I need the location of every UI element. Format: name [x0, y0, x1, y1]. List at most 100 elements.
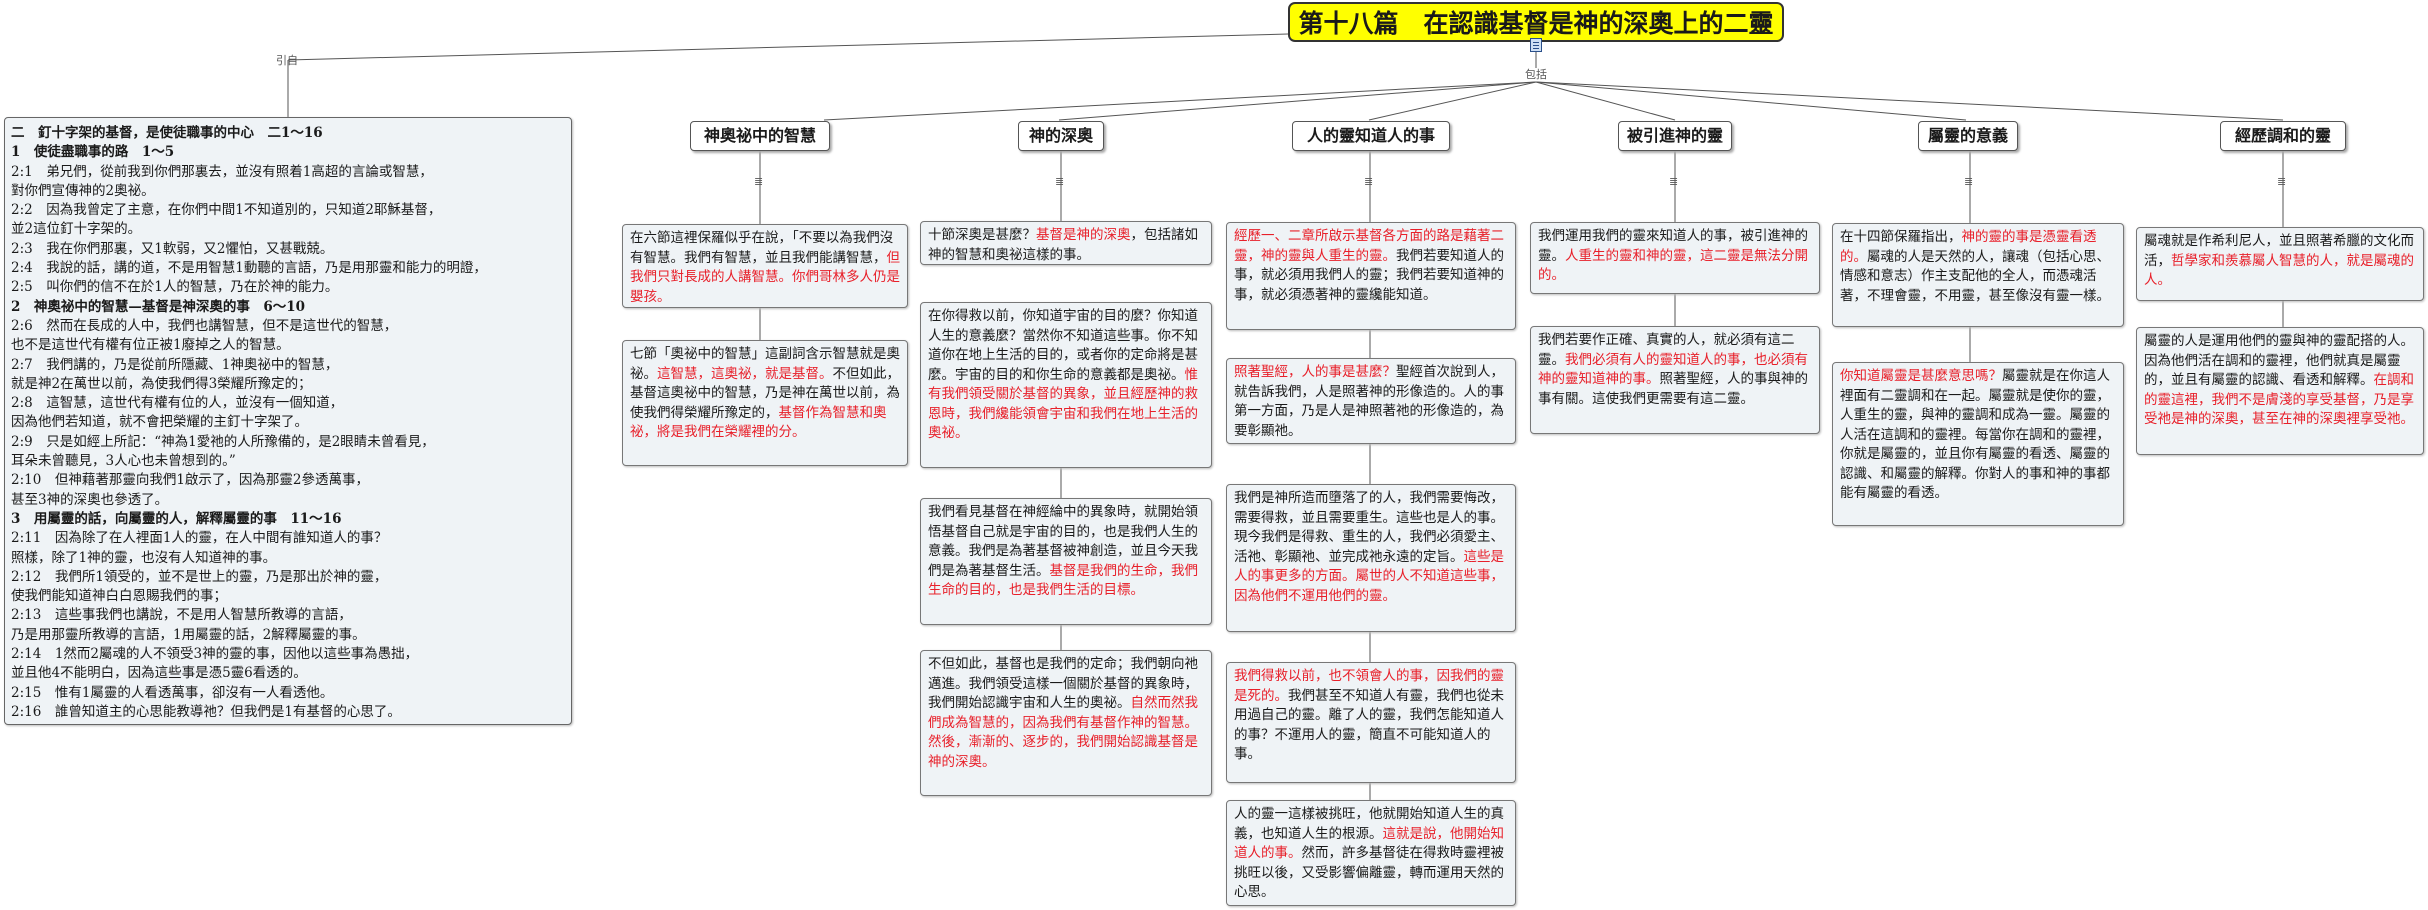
scripture-line: 2:13 這些事我們也講說，不是用人智慧所教導的言語， [11, 607, 352, 624]
note-card[interactable]: 在十四節保羅指出，神的靈的事是憑靈看透的。屬魂的人是天然的人，讓魂（包括心思、情… [1832, 223, 2124, 327]
note-card[interactable]: 人的靈一這樣被挑旺，他就開始知道人生的真義，也知道人生的根源。這就是說，他開始知… [1226, 800, 1516, 906]
topic-meaning-of-spiritual[interactable]: 屬靈的意義 [1918, 121, 2018, 151]
scripture-line: 就是神2在萬世以前，為使我們得3榮耀所豫定的； [11, 375, 312, 392]
note-card[interactable]: 我們運用我們的靈來知道人的事，被引進神的靈。人重生的靈和神的靈，這二靈是無法分開… [1530, 222, 1820, 294]
scripture-line: 使我們能知道神白白恩賜我們的事； [11, 588, 227, 605]
stem-icon: ≣ [1669, 175, 1679, 188]
stem-icon: ≣ [1055, 175, 1065, 188]
label-yinzi: 引自 [276, 54, 298, 67]
note-card[interactable]: 七節「奧祕中的智慧」這副詞含示智慧就是奧祕。這智慧，這奧祕，就是基督。不但如此，… [622, 340, 908, 466]
note-text: 屬靈就是在你這人裡面有二靈調和在一起。屬靈就是使你的靈，人重生的靈，與神的靈調和… [1840, 368, 2110, 501]
scripture-line: 甚至3神的深奧也參透了。 [11, 491, 169, 508]
note-text: 屬靈的人是運用他們的靈與神的靈配搭的人。因為他們活在調和的靈裡，他們就真是屬靈的… [2144, 333, 2414, 388]
note-text: 我們若要知道人的事，就必須用我們人的靈；我們若要知道神的事，就必須憑著神的靈纔能… [1234, 247, 1504, 303]
highlight-text: 我們得救以前，也不領會人的事，因我們的靈是死的。 [1234, 668, 1504, 704]
topic-spirit-of-man[interactable]: 人的靈知道人的事 [1292, 121, 1450, 151]
note-text: 十節深奧是甚麼？ [928, 227, 1036, 243]
scripture-line: 並且他4不能明白，因為這些事是憑5靈6看透的。 [11, 665, 307, 682]
scripture-line: 對你們宣傳神的2奧祕。 [11, 182, 155, 199]
note-card[interactable]: 我們得救以前，也不領會人的事，因我們的靈是死的。我們甚至不知道人有靈，我們也從未… [1226, 662, 1516, 783]
highlight-text: 但我們只對長成的人講智慧。你們哥林多人仍是嬰孩。 [630, 249, 900, 305]
highlight-text: 基督作為智慧和奧祕，將是我們在榮耀裡的分。 [630, 404, 887, 441]
note-card[interactable]: 我們看見基督在神經綸中的異象時，就開始領悟基督自己就是宇宙的目的，也是我們人生的… [920, 498, 1212, 625]
scripture-line: 2:12 我們所1領受的，並不是世上的靈，乃是那出於神的靈， [11, 568, 388, 585]
topic-mingled-spirit[interactable]: 經歷調和的靈 [2220, 121, 2346, 151]
note-text: ，包括諸如神的智慧和奧祕這樣的事。 [928, 227, 1198, 263]
scripture-line: 2:14 1然而2屬魂的人不領受3神的靈的事，因他以這些事為愚拙， [11, 646, 419, 663]
scripture-line: 2:11 因為除了在人裡面1人的靈，在人中間有誰知道人的事？ [11, 530, 388, 547]
note-card[interactable]: 不但如此，基督也是我們的定命；我們朝向祂邁進。我們領受這樣一個關於基督的異象時，… [920, 650, 1212, 796]
scripture-line: 因為他們若知道，就不會把榮耀的主釘十字架了。 [11, 414, 308, 431]
note-card[interactable]: 在六節這裡保羅似乎在說，「不要以為我們沒有智慧。我們有智慧，並且我們能講智慧，但… [622, 224, 908, 308]
note-icon[interactable] [1530, 38, 1542, 52]
scripture-line: 照樣，除了1神的靈，也沒有人知道神的事。 [11, 549, 277, 566]
scripture-line: 也不是這世代有權有位正被1廢掉之人的智慧。 [11, 337, 290, 354]
highlight-text: 這智慧，這奧祕，就是基督。 [657, 365, 833, 382]
scripture-line: 2:15 惟有1屬靈的人看透萬事，卻沒有一人看透他。 [11, 684, 334, 701]
scripture-line: 2:5 叫你們的信不在於1人的智慧，乃在於神的能力。 [11, 279, 339, 296]
note-card[interactable]: 在你得救以前，你知道宇宙的目的麼？你知道人生的意義麼？當然你不知道這些事。你不知… [920, 302, 1212, 468]
note-text: 然而，許多基督徒在得救時靈裡被挑旺以後，又受影響偏離靈，轉而運用天然的心思。 [1234, 845, 1504, 900]
topic-depths-of-god[interactable]: 神的深奧 [1018, 121, 1104, 151]
topic-wisdom-in-mystery[interactable]: 神奧祕中的智慧 [690, 121, 830, 151]
map-title[interactable]: 第十八篇 在認識基督是神的深奧上的二靈 [1288, 2, 1784, 42]
note-card[interactable]: 照著聖經，人的事是甚麼？聖經首次說到人，就告訴我們，人是照著神的形像造的。人的事… [1226, 358, 1516, 444]
highlight-text: 我們必須有人的靈知道人的事，也必須有神的靈知道神的事。 [1538, 351, 1808, 388]
outline-heading: 二 釘十字架的基督，是使徒職事的中心 二1～16 [11, 125, 323, 141]
note-card[interactable]: 我們是神所造而墮落了的人，我們需要悔改，需要得救，並且需要重生。這些也是人的事。… [1226, 484, 1516, 632]
note-text: 我們若要作正確、真實的人，就必須有這二靈。 [1538, 332, 1795, 368]
note-card[interactable]: 十節深奧是甚麼？基督是神的深奧，包括諸如神的智慧和奧祕這樣的事。 [920, 221, 1212, 265]
scripture-line: 2:4 我說的話，講的道，不是用智慧1動聽的言語，乃是用那靈和能力的明證， [11, 260, 487, 277]
note-card[interactable]: 我們若要作正確、真實的人，就必須有這二靈。我們必須有人的靈知道人的事，也必須有神… [1530, 326, 1820, 434]
note-text: 我們是神所造而墮落了的人，我們需要悔改，需要得救，並且需要重生。這些也是人的事。… [1234, 490, 1504, 565]
scripture-line: 耳朵未曾聽見，3人心也未曾想到的。” [11, 453, 236, 470]
highlight-text: 神的靈的事是憑靈看透的。 [1840, 229, 2097, 265]
highlight-text: 你知道屬靈是甚麼意思嗎？ [1840, 368, 2002, 384]
highlight-text: 基督是神的深奧 [1036, 227, 1131, 243]
scripture-line: 乃是用那靈所教導的言語，1用屬靈的話，2解釋屬靈的事。 [11, 626, 366, 643]
outline-heading: 3 用屬靈的話，向屬靈的人，解釋屬靈的事 11～16 [11, 510, 342, 527]
note-card[interactable]: 屬魂就是作希利尼人，並且照著希臘的文化而活，哲學家和羨慕屬人智慧的人，就是屬魂的… [2136, 227, 2424, 301]
label-baokuo: 包括 [1525, 68, 1547, 81]
note-text: 不但如此，基督這奧祕中的智慧，乃是神在萬世以前，為使我們得榮耀所豫定的， [630, 365, 900, 421]
note-text: 人的靈一這樣被挑旺，他就開始知道人生的真義，也知道人生的根源。 [1234, 806, 1504, 842]
highlight-text: 照著聖經，人的事是甚麼？ [1234, 364, 1396, 380]
stem-icon: ≣ [754, 175, 764, 188]
scripture-line: 2:2 因為我曾定了主意，在你們中間1不知道別的，只知道2耶穌基督， [11, 202, 442, 219]
scripture-line: 2:7 我們講的，乃是從前所隱藏、1神奧祕中的智慧， [11, 356, 339, 373]
scripture-line: 2:8 這智慧，這世代有權有位的人，並沒有一個知道， [11, 395, 344, 412]
scripture-line: 2:6 然而在長成的人中，我們也講智慧，但不是這世代的智慧， [11, 317, 398, 334]
note-card[interactable]: 經歷一、二章所啟示基督各方面的路是藉著二靈，神的靈與人重生的靈。我們若要知道人的… [1226, 222, 1516, 330]
highlight-text: 人重生的靈和神的靈，這二靈是無法分開的。 [1538, 247, 1808, 284]
scripture-line: 2:9 只是如經上所記：“神為1愛祂的人所豫備的，是2眼睛未曾看見， [11, 433, 435, 450]
note-text: 在六節這裡保羅似乎在說，「不要以為我們沒有智慧。我們有智慧，並且我們能講智慧， [630, 230, 894, 266]
highlight-text: 基督是我們的生命，我們生命的目的，也是我們生活的目標。 [928, 562, 1198, 599]
outline-heading: 2 神奧祕中的智慧—基督是神深奧的事 6～10 [11, 298, 306, 315]
highlight-text: 這就是說，他開始知道人的事。 [1234, 825, 1504, 862]
stem-icon: ≣ [1364, 175, 1374, 188]
scripture-line: 2:16 誰曾知道主的心思能教導祂？但我們是1有基督的心思了。 [11, 703, 401, 720]
note-text: 不但如此，基督也是我們的定命；我們朝向祂邁進。我們領受這樣一個關於基督的異象時，… [928, 656, 1198, 711]
scripture-line: 2:1 弟兄們，從前我到你們那裏去，並沒有照着1高超的言論或智慧， [11, 163, 433, 180]
topic-into-spirit-of-god[interactable]: 被引進神的靈 [1618, 121, 1732, 151]
highlight-text: 經歷一、二章所啟示基督各方面的路是藉著二靈，神的靈與人重生的靈。 [1234, 228, 1504, 264]
note-text: 在十四節保羅指出， [1840, 229, 1962, 245]
highlight-text: 這些是人的事更多的方面。屬世的人不知道這些事，因為他們不運用他們的靈。 [1234, 548, 1504, 604]
stem-icon: ≣ [2277, 175, 2287, 188]
highlight-text: 在調和的靈這裡，我們不是膚淺的享受基督，乃是享受祂是神的深奧，甚至在神的深奧裡享… [2144, 372, 2414, 427]
highlight-text: 惟有我們領受關於基督的異象，並且經歷神的救恩時，我們纔能領會宇宙和我們在地上生活… [928, 366, 1198, 442]
scripture-line: 2:3 我在你們那裏，又1軟弱，又2懼怕，又甚戰兢。 [11, 240, 334, 257]
note-text: 七節「奧祕中的智慧」這副詞含示智慧就是奧祕。 [630, 346, 900, 382]
scripture-line: 2:10 但神藉著那靈向我們1啟示了，因為那靈2參透萬事， [11, 472, 369, 489]
note-text: 我們看見基督在神經綸中的異象時，就開始領悟基督自己就是宇宙的目的，也是我們人生的… [928, 504, 1198, 579]
note-text: 屬魂的人是天然的人，讓魂（包括心思、情感和意志）作主支配他的全人，而憑魂活著，不… [1840, 248, 2110, 304]
note-card[interactable]: 屬靈的人是運用他們的靈與神的靈配搭的人。因為他們活在調和的靈裡，他們就真是屬靈的… [2136, 327, 2424, 455]
highlight-text: 哲學家和羨慕屬人智慧的人，就是屬魂的人。 [2144, 252, 2414, 289]
note-card[interactable]: 你知道屬靈是甚麼意思嗎？屬靈就是在你這人裡面有二靈調和在一起。屬靈就是使你的靈，… [1832, 362, 2124, 526]
note-text: 我們甚至不知道人有靈，我們也從未用過自己的靈。離了人的靈，我們怎能知道人的事？不… [1234, 687, 1504, 763]
note-text: 在你得救以前，你知道宇宙的目的麼？你知道人生的意義麼？當然你不知道這些事。你不知… [928, 308, 1198, 383]
scripture-line: 並2這位釘十字架的。 [11, 221, 142, 238]
note-text: 屬魂就是作希利尼人，並且照著希臘的文化而活， [2144, 233, 2414, 269]
note-text: 照著聖經，人的事與神的事有關。這使我們更需要有這二靈。 [1538, 371, 1808, 407]
